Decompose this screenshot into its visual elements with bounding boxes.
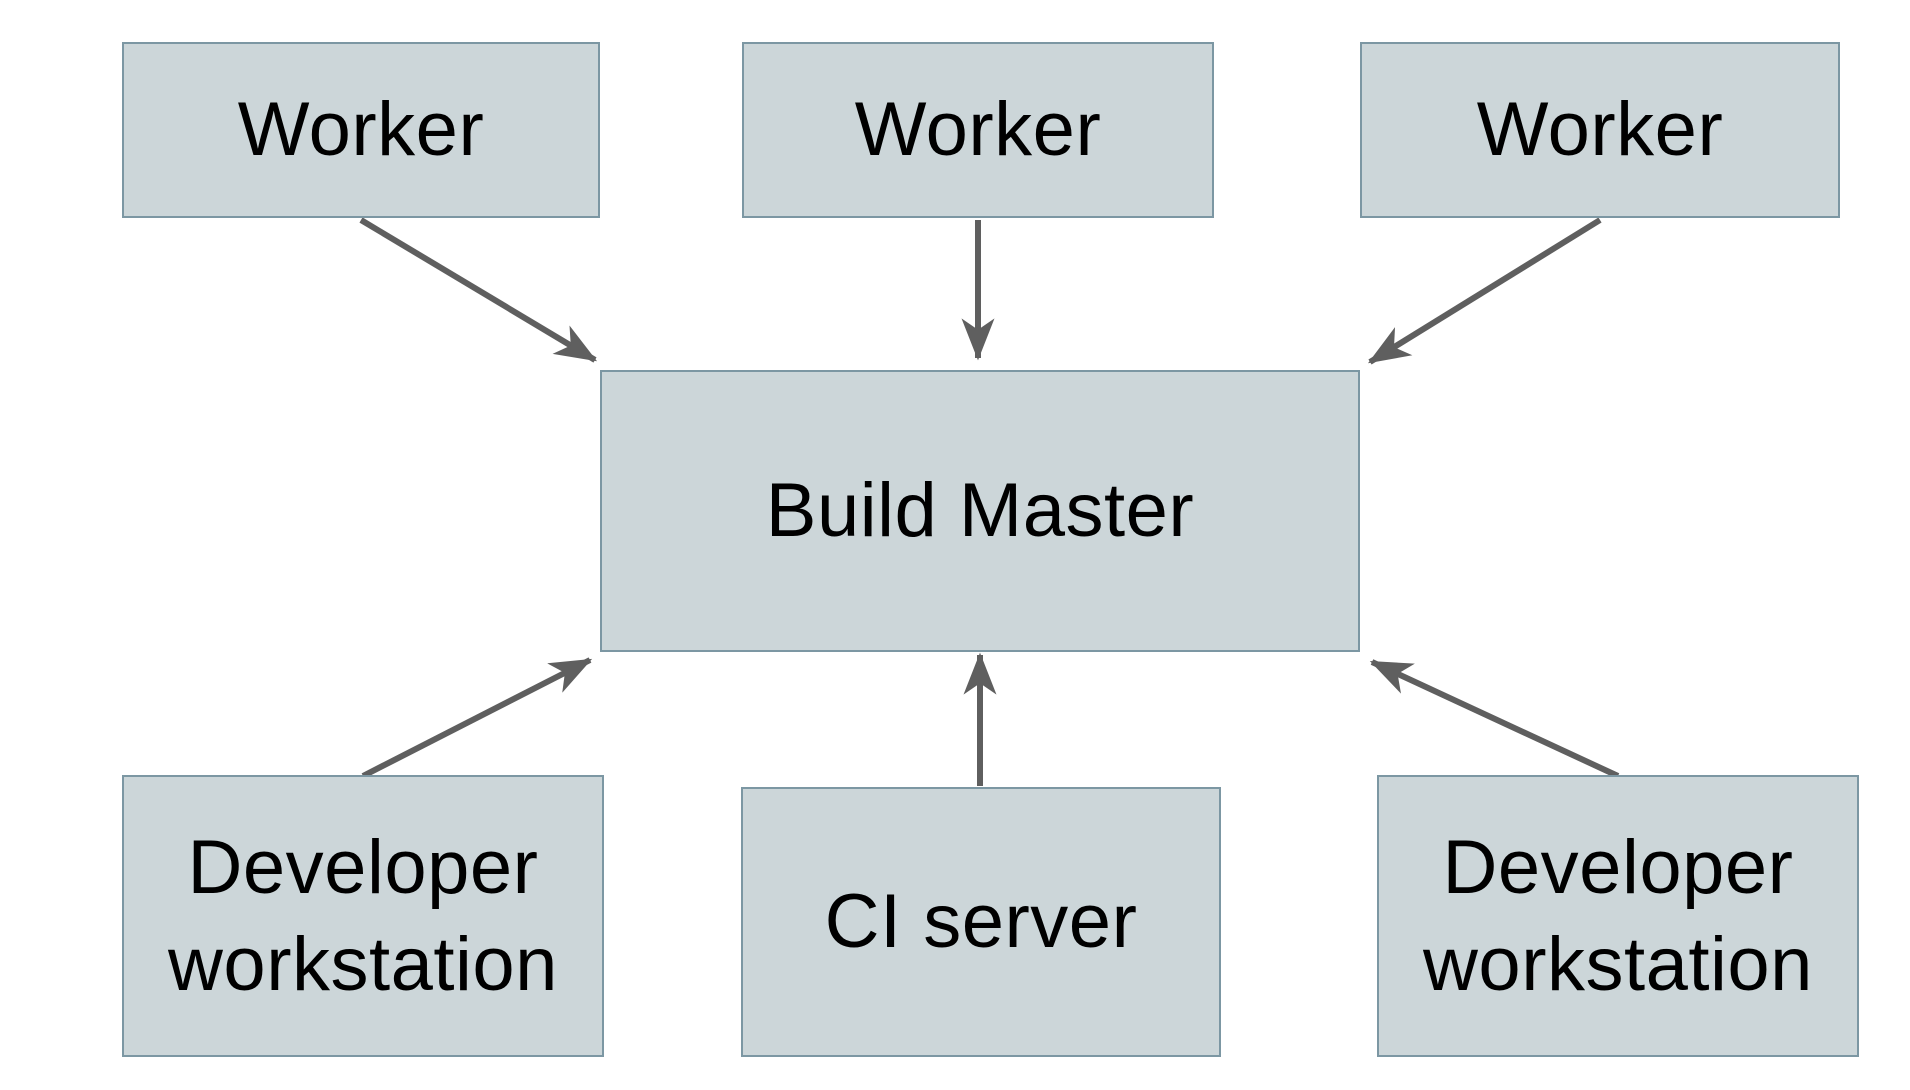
node-label-worker-1: Worker	[237, 87, 485, 173]
node-worker-2: Worker	[742, 42, 1214, 218]
node-label-developer-workstation-1: Developer workstation	[168, 824, 558, 1007]
node-ci-server: CI server	[741, 787, 1221, 1057]
node-worker-3: Worker	[1360, 42, 1840, 218]
node-label-developer-workstation-2: Developer workstation	[1423, 824, 1813, 1007]
node-label-worker-3: Worker	[1476, 87, 1724, 173]
node-developer-workstation-2: Developer workstation	[1377, 775, 1859, 1057]
arrow-developer-workstation-1-to-build-master	[361, 657, 593, 779]
arrow-worker-1-to-build-master	[359, 217, 598, 363]
node-developer-workstation-1: Developer workstation	[122, 775, 604, 1057]
node-label-ci-server: CI server	[824, 879, 1138, 965]
node-worker-1: Worker	[122, 42, 600, 218]
node-build-master: Build Master	[600, 370, 1360, 652]
node-label-worker-2: Worker	[854, 87, 1102, 173]
arrow-developer-workstation-2-to-build-master	[1369, 659, 1620, 779]
node-label-build-master: Build Master	[765, 468, 1195, 554]
arrow-worker-3-to-build-master	[1367, 217, 1602, 365]
